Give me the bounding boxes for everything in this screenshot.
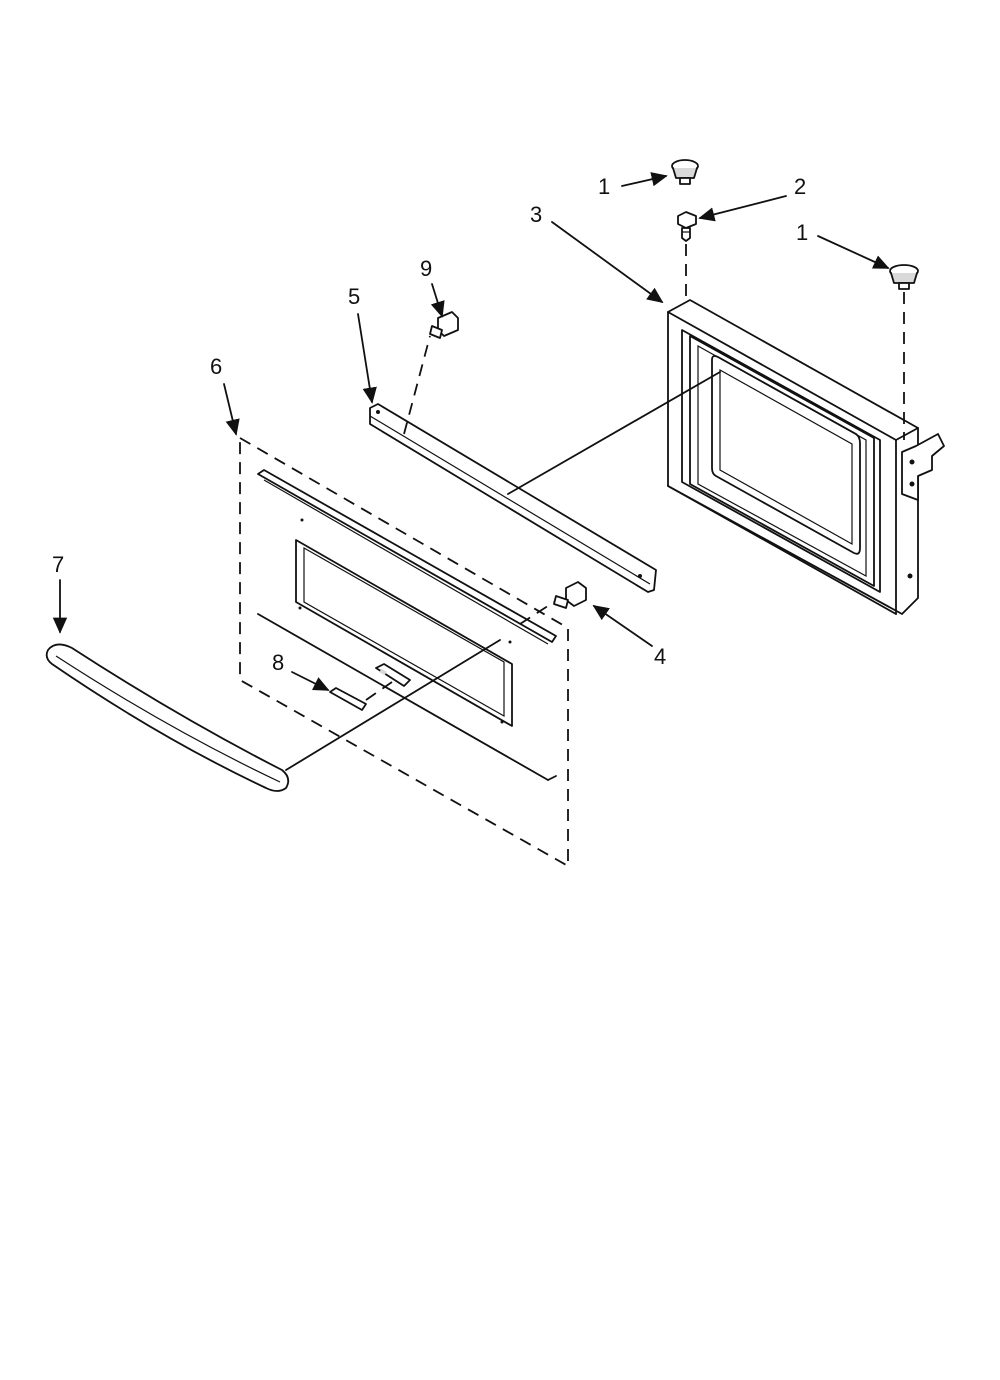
alignment-line-screw-strip: [403, 335, 431, 435]
hinge-strip-part: [369, 403, 657, 593]
callout-5: 5: [348, 284, 377, 404]
callout-7: 7: [52, 552, 68, 634]
callout-label: 4: [654, 644, 666, 669]
callout-label: 1: [796, 220, 808, 245]
callout-1-top: 1: [598, 172, 668, 199]
screw-part-top: [677, 211, 697, 242]
connection-line-strip-frame: [507, 371, 721, 495]
alignment-line-screw-panel: [519, 601, 555, 625]
plug-button-part-right: [889, 264, 919, 290]
outer-door-panel-part: [239, 436, 569, 868]
screw-part-panel: [553, 581, 587, 609]
nameplate-part: [329, 663, 411, 711]
callout-8: 8: [272, 650, 330, 691]
callout-2: 2: [698, 174, 806, 222]
connection-line-handle: [285, 639, 501, 771]
callout-label: 5: [348, 284, 360, 309]
callout-9: 9: [420, 256, 445, 318]
plug-button-part-top: [671, 159, 699, 185]
callout-4: 4: [592, 604, 666, 669]
door-handle-part: [45, 643, 290, 792]
callout-label: 9: [420, 256, 432, 281]
callout-label: 3: [530, 202, 542, 227]
callout-3: 3: [530, 202, 664, 304]
callout-label: 7: [52, 552, 64, 577]
callout-6: 6: [210, 354, 240, 436]
callout-1-right: 1: [796, 220, 890, 269]
callout-label: 2: [794, 174, 806, 199]
door-frame-part: [667, 299, 945, 615]
callout-label: 1: [598, 174, 610, 199]
alignment-line-nameplate: [365, 681, 393, 701]
callout-label: 8: [272, 650, 284, 675]
callout-label: 6: [210, 354, 222, 379]
screw-part-strip: [429, 311, 459, 339]
